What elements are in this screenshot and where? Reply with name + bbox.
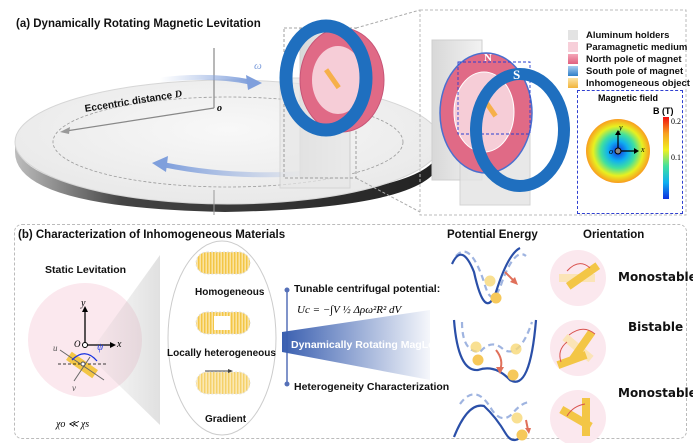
colorbar-tick: 0.1 <box>671 153 681 162</box>
legend-label: Inhomogeneous object <box>586 77 690 89</box>
omega-label: ω <box>254 60 262 72</box>
orbit-path <box>52 96 404 188</box>
colorbar-label: B (T) <box>653 106 674 116</box>
origin-label: o <box>217 103 222 114</box>
panel-b-title: (b) Characterization of Inhomogeneous Ma… <box>18 229 286 241</box>
tunable-potential-label: Tunable centrifugal potential: <box>294 283 441 295</box>
south-magnet <box>279 19 373 137</box>
potential-curve-monostable-2 <box>452 404 527 442</box>
legend-label: Aluminum holders <box>586 29 670 41</box>
homogeneous-sample <box>195 251 251 275</box>
orientation-label-bistable: Bistable <box>628 320 684 334</box>
material-label-homogeneous: Homogeneous <box>195 287 265 298</box>
field-axes <box>614 130 639 155</box>
field-origin-label: o <box>609 147 613 156</box>
legend-item: South pole of magnet <box>568 65 683 77</box>
x-axis-label: x <box>117 339 122 350</box>
inhomogeneous-object <box>324 68 341 90</box>
north-pole-label: N <box>484 52 492 64</box>
susceptibility-relation: χo ≪ χs <box>56 419 90 430</box>
colorbar <box>663 117 669 199</box>
legend-label: Paramagnetic medium <box>586 41 688 53</box>
legend-item: Paramagnetic medium <box>568 41 687 53</box>
panel-a-title: (a) Dynamically Rotating Magnetic Levita… <box>16 18 261 30</box>
orientation-header: Orientation <box>583 229 645 241</box>
potential-energy-header: Potential Energy <box>447 229 538 241</box>
field-x-label: x <box>641 145 645 154</box>
legend-item: North pole of magnet <box>568 53 682 65</box>
inset-box <box>419 9 687 216</box>
u-axis-label: u <box>53 343 58 353</box>
orientation-diagrams <box>550 250 606 443</box>
magnetic-field-title: Magnetic field <box>598 93 659 103</box>
panel-b-frame <box>14 224 687 439</box>
material-label-locally-heterogeneous: Locally heterogeneous <box>167 348 276 359</box>
y-axis-label: y <box>81 298 86 309</box>
v-axis-label: v <box>72 383 76 393</box>
centrifugal-equation: Uc = −∫V ½ Δρω²R² dV <box>297 304 402 316</box>
potential-curve-bistable <box>452 319 538 383</box>
eccentric-symbol: D <box>174 88 183 101</box>
psi-angle-label: ψ <box>97 342 104 353</box>
gradient-sample <box>195 371 251 395</box>
legend-swatch <box>568 66 578 76</box>
orientation-label-monostable-2: Monostable <box>618 386 693 400</box>
legend-item: Inhomogeneous object <box>568 77 690 89</box>
radius-line <box>65 107 215 132</box>
legend-swatch <box>568 78 578 88</box>
static-levitation-title: Static Levitation <box>45 264 127 276</box>
legend-label: North pole of magnet <box>586 53 682 65</box>
orientation-label-monostable: Monostable <box>618 270 693 284</box>
omega-arrow <box>159 74 251 85</box>
magnetic-field-inset <box>577 90 683 214</box>
colorbar-tick: 0.2 <box>671 117 681 126</box>
legend-swatch <box>568 30 578 40</box>
heterogeneity-label: Heterogeneity Characterization <box>294 381 450 393</box>
legend-item: Aluminum holders <box>568 29 669 41</box>
material-label-gradient: Gradient <box>205 414 247 425</box>
legend-swatch <box>568 54 578 64</box>
origin-o-label: O <box>74 339 81 349</box>
legend-swatch <box>568 42 578 52</box>
maglev-banner-label: Dynamically Rotating MagLev <box>291 339 440 351</box>
legend-label: South pole of magnet <box>586 65 684 77</box>
potential-curve-monostable <box>450 247 521 305</box>
south-pole-label: S <box>513 67 521 82</box>
static-levitation-diagram <box>28 240 430 436</box>
field-y-label: y <box>619 123 623 132</box>
maglev-banner <box>282 310 430 380</box>
potential-energy-curves <box>450 247 538 442</box>
rotating-platform-illustration <box>14 9 687 216</box>
